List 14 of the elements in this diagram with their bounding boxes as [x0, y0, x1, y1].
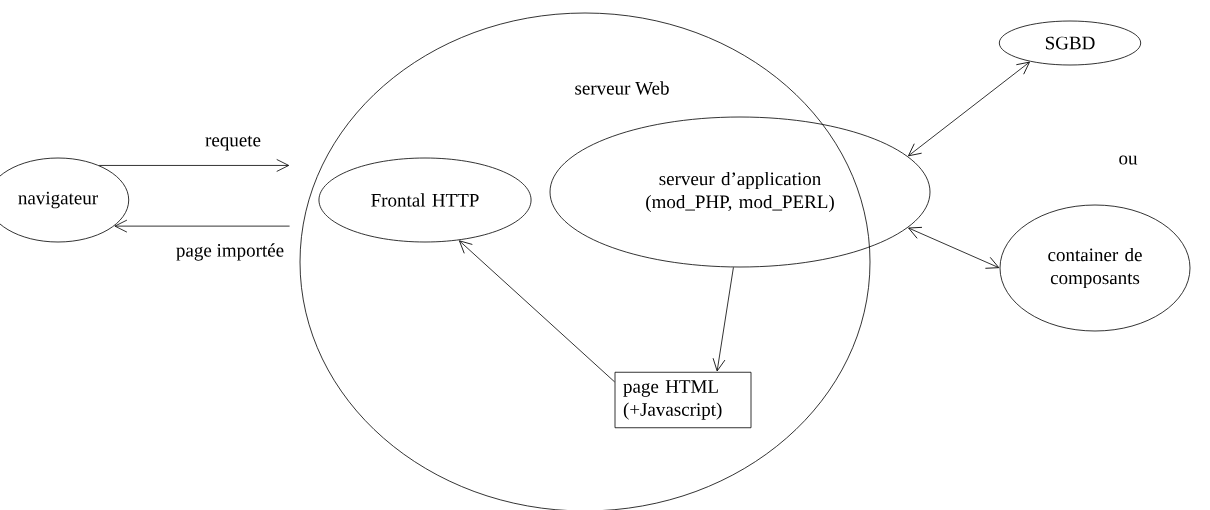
edge-label: page importée — [173, 241, 287, 263]
ellipse-node: container de composants — [999, 204, 1191, 332]
arrow — [98, 159, 290, 172]
edge-label: requete — [203, 133, 263, 153]
connector-label: ou — [1119, 155, 1138, 165]
page-box: page HTML (+Javascript) — [614, 371, 752, 429]
arrow — [114, 219, 290, 233]
arrow — [908, 61, 1030, 157]
arrow — [459, 240, 615, 383]
ellipse-node: serveur d’application (mod_PHP, mod_PERL) — [549, 116, 931, 268]
ellipse-node: Frontal HTTP — [318, 157, 532, 243]
ellipse-node: SGBD — [998, 20, 1142, 66]
arrow — [712, 266, 734, 372]
arrow — [908, 226, 1000, 269]
